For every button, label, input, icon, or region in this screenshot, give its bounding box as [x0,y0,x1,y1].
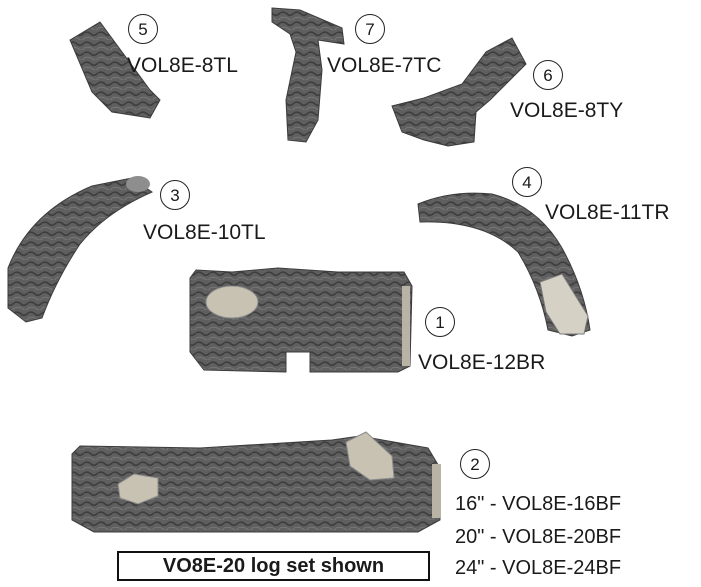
size-variant-20: 20" - VOL8E-20BF [455,527,621,547]
log-1-image [190,268,412,372]
part-number-1: 1 [435,314,444,331]
part-badge-1: 1 [425,307,455,337]
part-code-7: VOL8E-7TC [327,55,441,76]
caption-box: VO8E-20 log set shown [117,551,430,581]
size-variant-24: 24" - VOL8E-24BF [455,558,621,578]
part-code-3: VOL8E-10TL [143,222,266,243]
size-variant-16: 16" - VOL8E-16BF [455,494,621,514]
part-code-4: VOL8E-11TR [545,202,670,223]
part-number-3: 3 [170,187,179,204]
part-badge-4: 4 [512,167,542,197]
part-code-1: VOL8E-12BR [418,352,545,373]
part-badge-6: 6 [533,60,563,90]
part-number-6: 6 [543,67,552,84]
part-number-4: 4 [522,174,531,191]
part-number-5: 5 [138,21,147,38]
part-code-5: VOL8E-8TL [127,55,238,76]
part-code-6: VOL8E-8TY [510,100,623,121]
part-badge-5: 5 [128,14,158,44]
part-number-2: 2 [470,456,479,473]
part-badge-3: 3 [160,180,190,210]
part-number-7: 7 [365,21,374,38]
log-3-image [8,176,152,322]
part-badge-7: 7 [355,14,385,44]
log-2-image [72,432,441,532]
part-badge-2: 2 [460,449,490,479]
caption-text: VO8E-20 log set shown [163,555,384,578]
